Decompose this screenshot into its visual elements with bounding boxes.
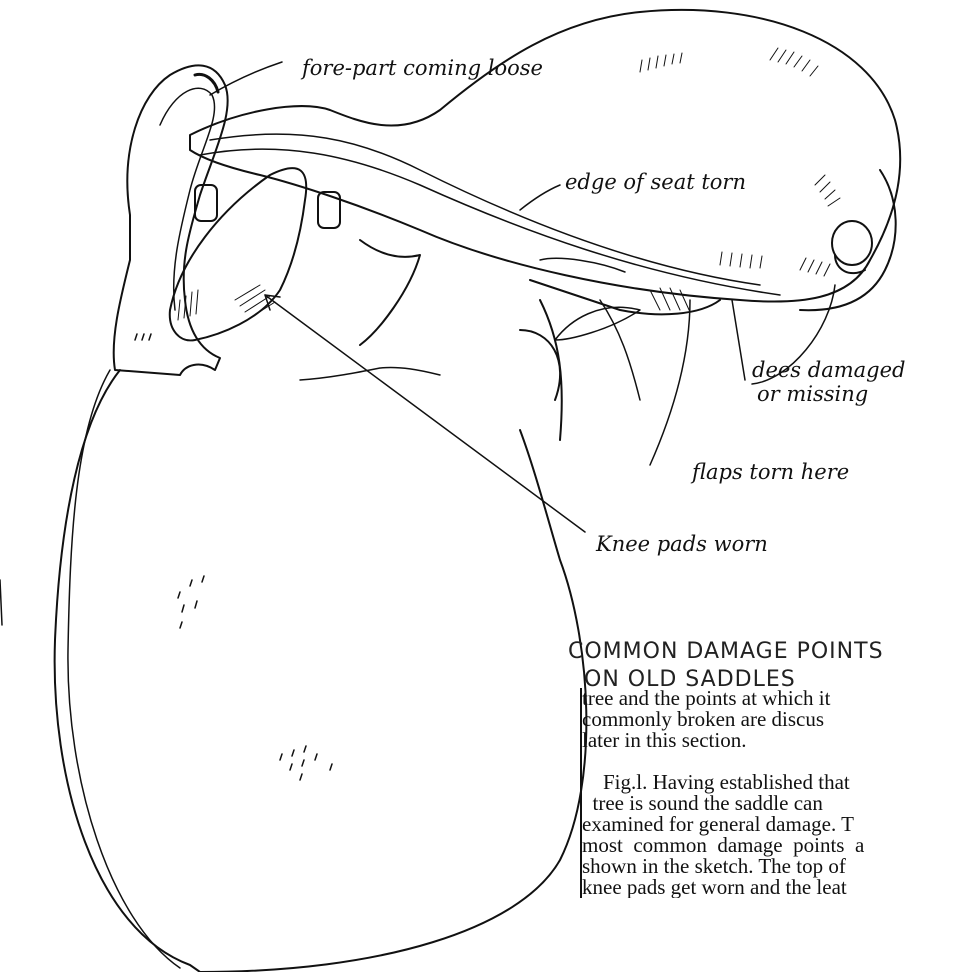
seat-edge-leader bbox=[520, 185, 560, 210]
saddle-flap-outline bbox=[55, 370, 587, 972]
flaps-leader bbox=[650, 300, 690, 465]
cantle-hatching bbox=[640, 48, 840, 276]
label-dees-line2: or missing bbox=[757, 384, 868, 405]
dee-ring bbox=[832, 221, 872, 265]
sweat-flap bbox=[360, 240, 420, 345]
text-line bbox=[582, 751, 963, 772]
text-line: most common damage points a bbox=[582, 835, 963, 856]
flap-marks bbox=[135, 334, 332, 780]
text-line: Fig.l. Having established that bbox=[582, 772, 963, 793]
label-dees-line1: dees damaged bbox=[752, 360, 905, 381]
label-seat-edge: edge of seat torn bbox=[565, 172, 746, 193]
seat-outline bbox=[190, 10, 900, 302]
text-line: examined for general damage. T bbox=[582, 814, 963, 835]
sketch-caption: COMMON DAMAGE POINTS ON OLD SADDLES bbox=[568, 638, 963, 693]
text-line: tree and the points at which it bbox=[582, 688, 963, 709]
text-line: knee pads get worn and the leat bbox=[582, 877, 963, 898]
text-line: tree is sound the saddle can bbox=[582, 793, 963, 814]
label-flaps: flaps torn here bbox=[692, 462, 849, 483]
text-line: shown in the sketch. The top of bbox=[582, 856, 963, 877]
knee-pads-leader bbox=[265, 295, 585, 532]
label-knee-pads: Knee pads worn bbox=[596, 534, 768, 555]
body-text: tree and the points at which it commonly… bbox=[580, 688, 963, 898]
text-line: commonly broken are discus bbox=[582, 709, 963, 730]
caption-line-1: COMMON DAMAGE POINTS bbox=[568, 638, 963, 666]
label-fore-part: fore-part coming loose bbox=[302, 58, 543, 79]
text-line: later in this section. bbox=[582, 730, 963, 751]
